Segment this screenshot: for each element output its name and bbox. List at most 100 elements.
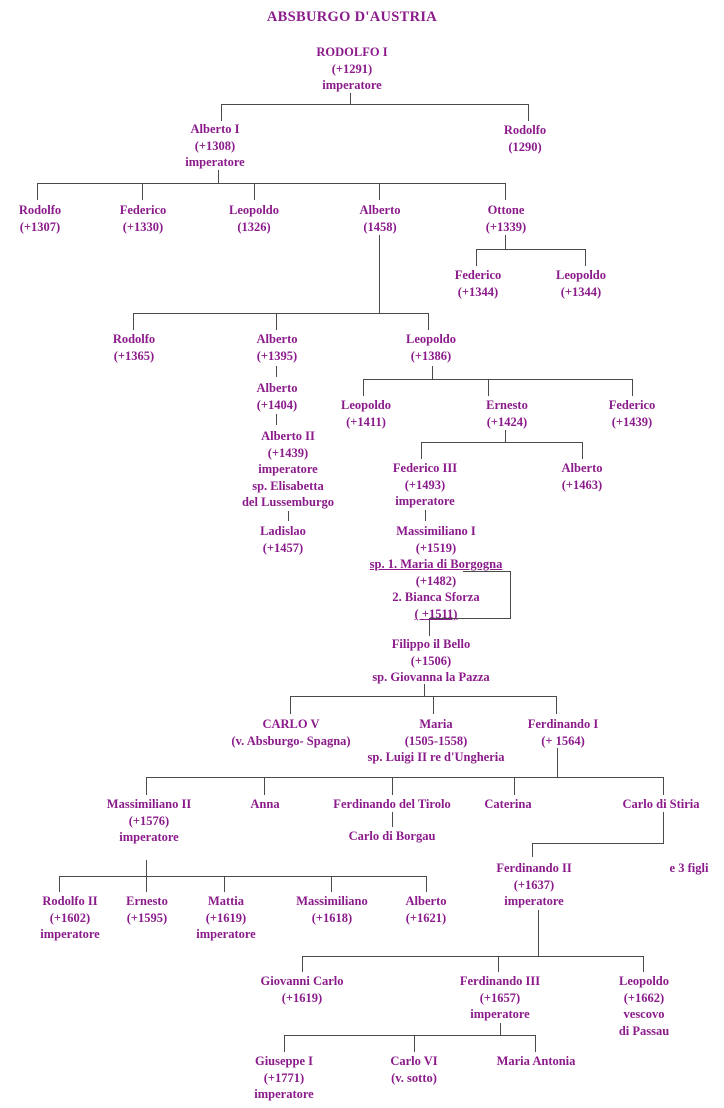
person-line: (+1457)	[262, 540, 304, 555]
person-line: Filippo il Bello	[391, 637, 471, 651]
person-line: imperatore	[254, 1087, 314, 1102]
person-line: imperatore	[119, 830, 179, 845]
person-line: Leopoldo	[228, 203, 280, 217]
person-line: Ernesto	[126, 894, 168, 908]
person-line: imperatore	[395, 494, 455, 509]
person-rodolfo-1290: Rodolfo(1290)	[504, 122, 546, 155]
person-giuseppe-i: Giuseppe I (+1771) imperatore	[254, 1053, 313, 1103]
person-line: (+1411)	[346, 414, 386, 429]
person-rodolfo-1307: Rodolfo(+1307)	[19, 202, 61, 235]
person-line: (+1619)	[205, 910, 247, 925]
person-line: (+1291)	[331, 61, 373, 76]
person-ernesto-1424: Ernesto (+1424)	[486, 397, 528, 430]
person-line: (1290)	[508, 139, 542, 154]
person-line: Alberto	[256, 381, 298, 395]
person-line: RODOLFO I	[316, 45, 388, 59]
person-ernesto-1595: Ernesto (+1595)	[126, 893, 168, 926]
person-federico-1330: Federico (+1330)	[120, 202, 167, 235]
person-line: (1505-1558)	[404, 733, 468, 748]
person-line: del Lussemburgo	[241, 495, 335, 510]
person-carlo-vi: Carlo VI(v. sotto)	[390, 1053, 437, 1086]
person-line: Massimiliano II	[106, 797, 192, 811]
person-line: (+1339)	[485, 219, 527, 234]
person-line: Alberto I	[190, 122, 240, 136]
person-line: Maria Antonia	[496, 1054, 576, 1068]
person-line: (+1344)	[560, 284, 602, 299]
person-line: Leopoldo	[618, 974, 669, 988]
person-ferdinando-del-tirolo: Ferdinando del Tirolo	[333, 796, 450, 813]
person-line: (+1506)	[410, 653, 452, 668]
person-line: Leopoldo	[555, 268, 607, 282]
person-line: ( +1511)	[414, 606, 458, 621]
person-line: (+1308)	[194, 138, 236, 153]
person-line: (+1771)	[263, 1070, 305, 1085]
person-alberto-1463: Alberto(+1463)	[562, 460, 603, 493]
person-line: Alberto	[359, 203, 401, 217]
person-caterina: Caterina	[484, 796, 531, 813]
person-massimiliano-i: Massimiliano I(+1519)sp. 1. Maria di Bor…	[370, 523, 503, 623]
person-line: (+1330)	[122, 219, 164, 234]
person-line: imperatore	[322, 78, 382, 93]
person-leopoldo-1411: Leopoldo (+1411)	[341, 397, 391, 430]
person-line: (+1439)	[611, 414, 653, 429]
person-line: (+1404)	[256, 397, 298, 412]
person-line: Federico III	[392, 461, 458, 475]
person-line: Giovanni Carlo	[260, 974, 344, 988]
person-line: Alberto II	[261, 429, 315, 443]
person-tre-figli: e 3 figli	[670, 860, 709, 877]
person-massimiliano-ii: Massimiliano II(+1576)imperatore	[107, 796, 191, 846]
person-line: (+1662)	[623, 990, 665, 1005]
person-line: Federico	[119, 203, 167, 217]
person-line: imperatore	[196, 927, 256, 942]
person-carlo-v: CARLO V(v. Absburgo- Spagna)	[231, 716, 350, 749]
person-alberto-1395: Alberto(+1395)	[257, 331, 298, 364]
person-line: imperatore	[258, 462, 318, 477]
person-line: Carlo di Stiria	[622, 797, 700, 811]
person-line: di Passau	[618, 1023, 670, 1038]
person-line: (+1637)	[513, 877, 555, 892]
person-federico-iii: Federico III(+1493)imperatore	[393, 460, 457, 510]
person-line: (+1424)	[486, 414, 528, 429]
person-ladislao: Ladislao(+1457)	[260, 523, 306, 556]
person-line: (+1621)	[405, 910, 447, 925]
person-line: (+1386)	[410, 348, 452, 363]
person-filippo-il-bello: Filippo il Bello (+1506) sp. Giovanna la P…	[372, 636, 489, 686]
person-alberto-i: Alberto I(+1308)imperatore	[185, 121, 244, 171]
person-line: (+1657)	[479, 990, 521, 1005]
chart-title: ABSBURGO D'AUSTRIA	[266, 9, 438, 25]
person-line: Federico	[454, 268, 502, 282]
person-line: Massimiliano I	[396, 524, 476, 538]
person-leopoldo-1326: Leopoldo (1326)	[229, 202, 279, 235]
person-line: Leopoldo	[340, 398, 392, 412]
person-maria: Maria(1505-1558)sp. Luigi II re d'Ungher…	[368, 716, 505, 766]
person-line: (1326)	[237, 219, 271, 234]
person-line: Caterina	[484, 797, 532, 811]
person-line: vescovo	[623, 1007, 665, 1022]
person-mattia: Mattia(+1619)imperatore	[196, 893, 255, 943]
person-line: (+ 1564)	[541, 733, 585, 748]
person-rodolfo-i: RODOLFO I (+1291) imperatore	[316, 44, 387, 94]
person-carlo-di-borgau: Carlo di Borgau	[349, 828, 436, 845]
person-line: Alberto	[256, 332, 298, 346]
person-line: (+1519)	[415, 540, 457, 555]
person-line: imperatore	[504, 894, 564, 909]
person-line: (v. sotto)	[391, 1070, 437, 1085]
person-massimiliano-1618: Massimiliano(+1618)	[296, 893, 368, 926]
person-line: Ernesto	[486, 398, 528, 412]
person-giovanni-carlo: Giovanni Carlo(+1619)	[261, 973, 344, 1006]
person-line: Ottone	[487, 203, 525, 217]
person-ferdinando-ii: Ferdinando II(+1637)imperatore	[496, 860, 571, 910]
person-line: sp. Giovanna la Pazza	[372, 670, 490, 685]
person-line: (+1482)	[415, 573, 457, 588]
person-alberto-1404: Alberto (+1404)	[257, 380, 298, 413]
person-line: Giuseppe I	[254, 1054, 313, 1068]
person-line: (+1439)	[267, 445, 309, 460]
person-line: Maria	[419, 717, 453, 731]
person-line: (+1602)	[49, 910, 91, 925]
person-line: (1458)	[363, 219, 397, 234]
person-carlo-di-stiria: Carlo di Stiria	[622, 796, 699, 813]
person-line: (+1595)	[126, 910, 168, 925]
person-line: sp. Elisabetta	[252, 478, 324, 493]
